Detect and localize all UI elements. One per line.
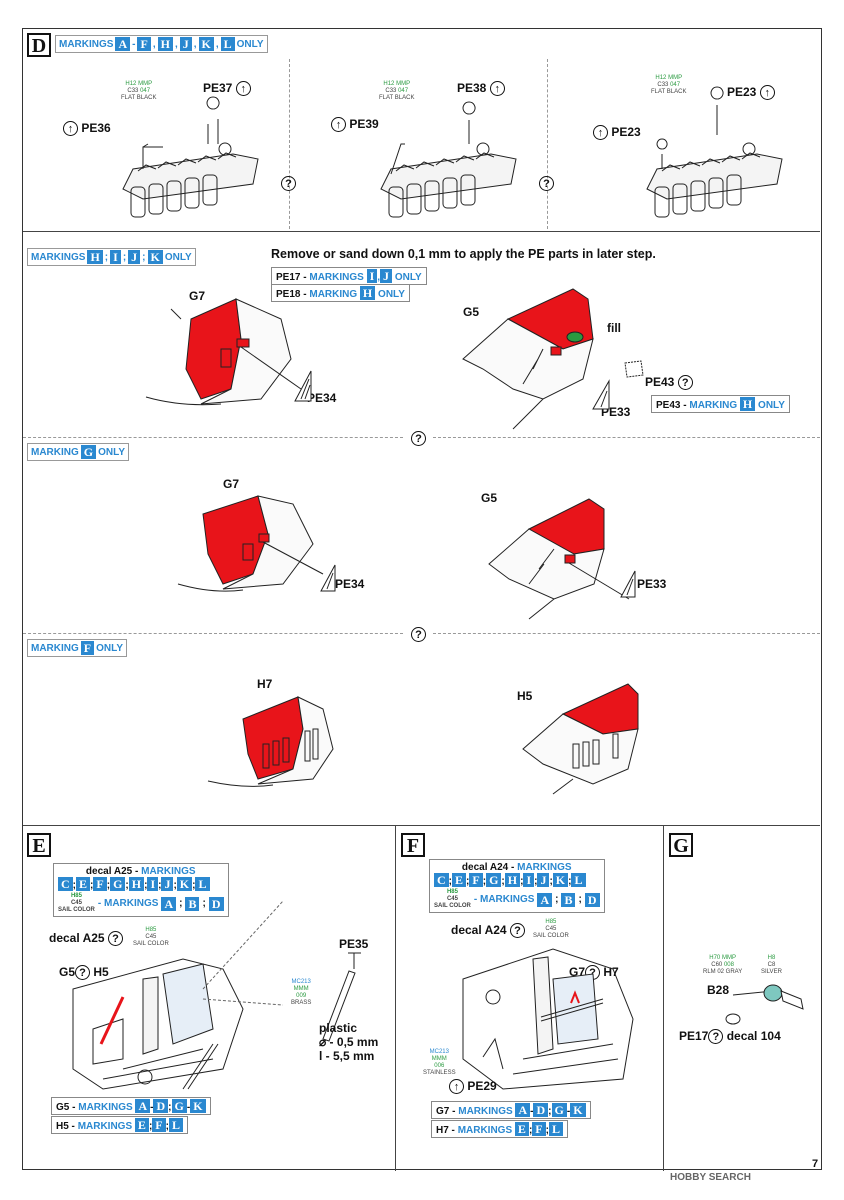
step-d-letter: D — [27, 33, 51, 57]
marking-letter: L — [220, 37, 235, 51]
h7-markings: H7 - MARKINGS E;F;L — [431, 1120, 568, 1138]
marking-letter: A — [115, 37, 131, 51]
divider — [547, 59, 548, 229]
pe-part-drawing — [592, 379, 610, 410]
cowling-drawing — [522, 683, 639, 795]
cowling-drawing — [145, 298, 302, 406]
paint-callout: H12 MMP C33 047 FLAT BLACK — [651, 75, 687, 95]
divider — [23, 231, 820, 232]
question-icon: ? — [539, 174, 554, 192]
part-label-pe36: ↑ PE36 — [63, 121, 111, 136]
plastic-diameter: ⌀ - 0,5 mm — [319, 1035, 379, 1049]
question-icon: ? — [411, 429, 426, 447]
part-label-g7: G7 — [189, 289, 206, 303]
pe-part-drawing — [624, 360, 644, 378]
question-icon: ? — [281, 174, 296, 192]
part-label-h5: H5 — [517, 689, 533, 703]
pe-part-drawing — [320, 564, 336, 592]
engine-drawing — [122, 96, 259, 218]
plastic-title: plastic — [319, 1021, 358, 1035]
decal-label: decal A24 ? — [451, 923, 525, 938]
divider — [289, 59, 290, 229]
zoom-lines — [202, 900, 284, 1006]
part-label-pe29: ↑ PE29 — [449, 1079, 497, 1094]
part-label-g5: G5 — [463, 305, 480, 319]
marking-letter: F — [137, 37, 151, 51]
pe18-note: PE18 - MARKING H ONLY — [271, 284, 410, 302]
part-label-pe37: PE37 ↑ — [203, 81, 251, 96]
instruction-page: D MARKINGS A - F , H , J , K , L ONLY ? … — [22, 28, 822, 1171]
divider — [433, 437, 820, 438]
marking-letter: H — [157, 37, 173, 51]
pe-part-drawing — [620, 570, 636, 598]
decal-a25-note: decal A25 - MARKINGS C;E;F;G;H;I;J;K;L H… — [53, 863, 229, 917]
pe43-note: PE43 - MARKING H ONLY — [651, 395, 790, 413]
divider — [433, 633, 820, 634]
part-label-g7: G7 — [223, 477, 240, 491]
cowling-drawing — [207, 696, 334, 787]
step-e-letter: E — [27, 833, 51, 857]
pe-part-drawing — [294, 370, 312, 402]
part-label-pe23: ↑ PE23 — [593, 125, 641, 140]
fill-label: fill — [607, 321, 621, 335]
part-label-g5-h5: G5? H5 — [59, 965, 109, 980]
part-label-pe23: PE23 ↑ — [727, 85, 775, 100]
cowling-drawing — [462, 288, 594, 430]
instruction-note: Remove or sand down 0,1 mm to apply the … — [271, 247, 656, 261]
step-f-letter: F — [401, 833, 425, 857]
part-label-pe39: ↑ PE39 — [331, 117, 379, 132]
rod-drawing — [322, 952, 361, 1042]
g7-markings: G7 - MARKINGS A-D;G-K — [431, 1101, 591, 1119]
plastic-length: l - 5,5 mm — [319, 1049, 375, 1063]
engine-drawing — [646, 86, 783, 218]
divider — [23, 825, 820, 826]
marking-letter: J — [179, 37, 192, 51]
h5-markings: H5 - MARKINGS E;F;L — [51, 1116, 188, 1134]
marking-letter: K — [198, 37, 214, 51]
question-icon: ? — [411, 625, 426, 643]
cowling-drawing — [488, 498, 630, 620]
part-label-pe43: PE43 ? — [645, 375, 693, 390]
step-g-letter: G — [669, 833, 693, 857]
part-label-pe38: PE38 ↑ — [457, 81, 505, 96]
page-number: 7 — [812, 1158, 819, 1170]
cockpit-drawing — [72, 958, 244, 1090]
divider — [663, 825, 664, 1171]
markings-label: MARKINGS — [59, 38, 114, 50]
pe17-decal-label: PE17? decal 104 — [679, 1029, 781, 1044]
lever-drawing — [725, 984, 804, 1025]
part-label-b28: B28 — [707, 983, 730, 997]
decal-a24-note: decal A24 - MARKINGS C;E;F;G;H;I;J;K;L H… — [429, 859, 605, 913]
part-label-pe34: PE34 — [307, 391, 337, 405]
part-label-pe35: PE35 — [339, 937, 369, 951]
part-label-g7-h7: G7? H7 — [569, 965, 619, 980]
paint-callout: H12 MMP C33 047 FLAT BLACK — [379, 81, 415, 101]
part-label-pe34: PE34 — [335, 577, 365, 591]
divider — [23, 633, 403, 634]
part-label-h7: H7 — [257, 677, 273, 691]
watermark: HOBBY SEARCH — [670, 1172, 751, 1183]
paint-callout: H12 MMP C33 047 FLAT BLACK — [121, 81, 157, 101]
section-hijk-markings: MARKINGS H ; I ; J ; K ONLY — [27, 248, 196, 266]
section-f-marking: MARKING F ONLY — [27, 639, 127, 657]
g5-markings: G5 - MARKINGS A-D;G-K — [51, 1097, 211, 1115]
cowling-drawing — [177, 495, 324, 592]
divider — [23, 437, 403, 438]
part-label-g5: G5 — [481, 491, 498, 505]
cockpit-drawing — [462, 948, 634, 1090]
engine-drawing — [380, 101, 517, 218]
decal-label: decal A25 ? — [49, 931, 123, 946]
step-d-markings: MARKINGS A - F , H , J , K , L ONLY — [55, 35, 268, 53]
divider — [395, 825, 396, 1171]
section-g-marking: MARKING G ONLY — [27, 443, 129, 461]
part-label-pe33: PE33 — [637, 577, 667, 591]
